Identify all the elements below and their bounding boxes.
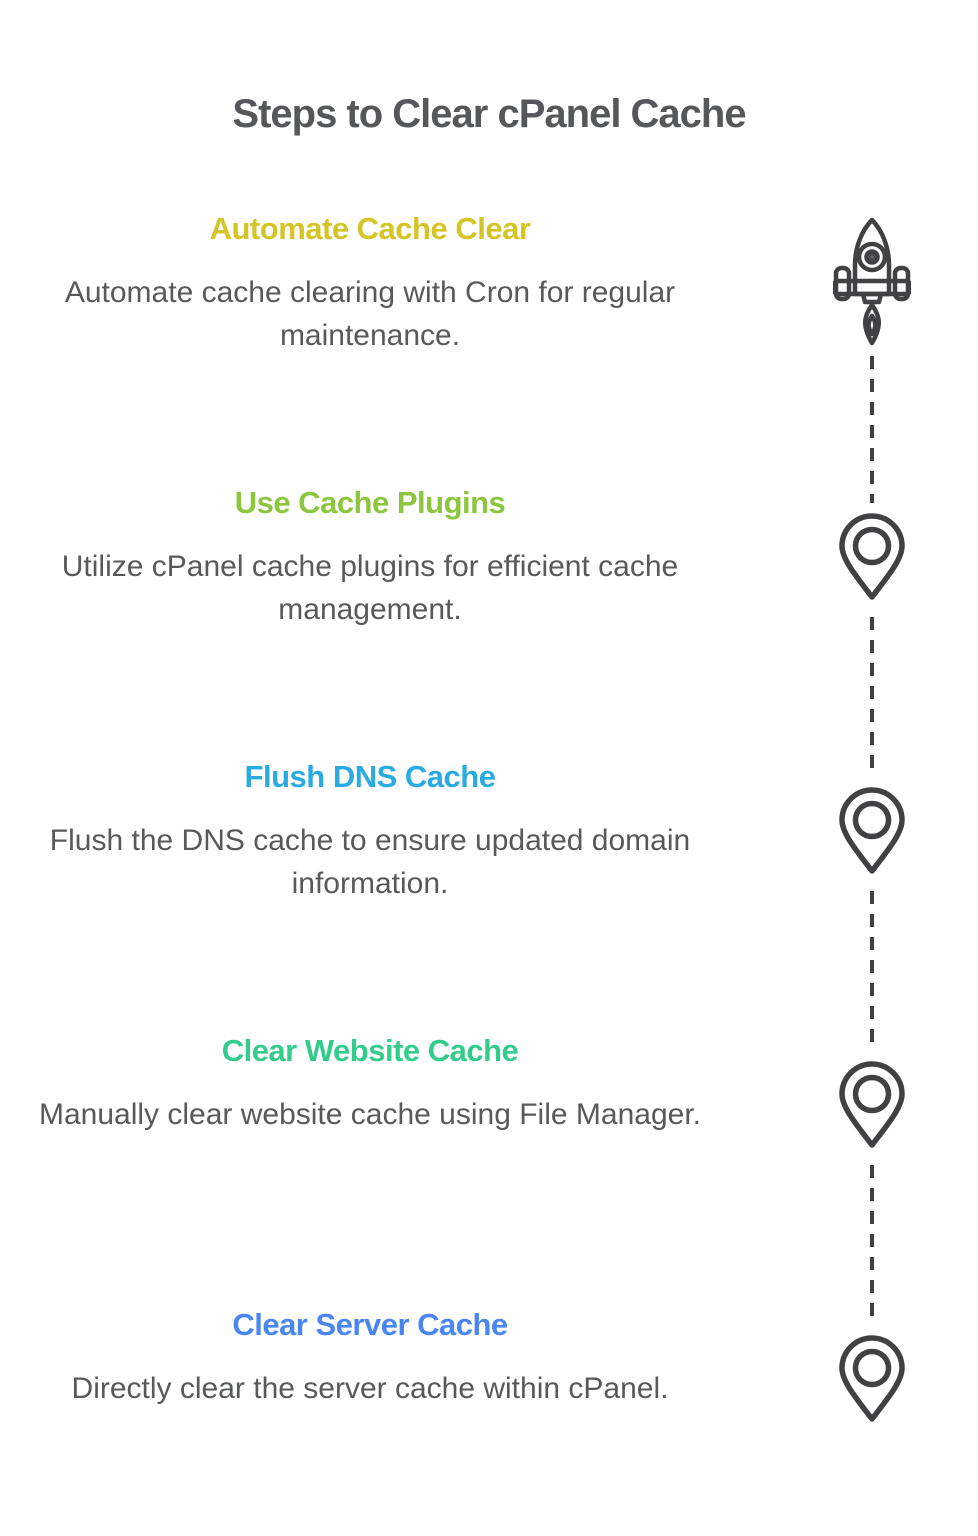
location-pin-icon (839, 1335, 905, 1422)
step-use-cache-plugins: Use Cache Plugins Utilize cPanel cache p… (30, 484, 710, 631)
location-pin-icon (839, 1061, 905, 1148)
step-automate-cache-clear: Automate Cache Clear Automate cache clea… (30, 210, 710, 357)
step-clear-server-cache: Clear Server Cache Directly clear the se… (30, 1306, 710, 1410)
step-heading: Use Cache Plugins (234, 485, 506, 520)
step-flush-dns-cache: Flush DNS Cache Flush the DNS cache to e… (30, 758, 710, 905)
step-description: Manually clear website cache using File … (38, 1098, 701, 1131)
step-clear-website-cache: Clear Website Cache Manually clear websi… (30, 1032, 710, 1136)
location-pin-icon (839, 513, 905, 600)
timeline-dashed-line (870, 356, 874, 503)
page-title: Steps to Clear cPanel Cache (232, 92, 746, 136)
step-heading: Clear Server Cache (232, 1307, 508, 1342)
step-description: Automate cache clearing with Cron for re… (64, 276, 676, 352)
timeline-dashed-line (870, 1165, 874, 1325)
timeline-dashed-line (870, 617, 874, 777)
step-heading: Automate Cache Clear (209, 211, 531, 246)
timeline-dashed-line (870, 891, 874, 1051)
rocket-icon (833, 217, 911, 346)
step-description: Utilize cPanel cache plugins for efficie… (61, 550, 679, 626)
step-heading: Flush DNS Cache (244, 759, 496, 794)
step-heading: Clear Website Cache (221, 1033, 519, 1068)
step-description: Directly clear the server cache within c… (71, 1372, 669, 1405)
step-description: Flush the DNS cache to ensure updated do… (49, 824, 691, 900)
location-pin-icon (839, 787, 905, 874)
